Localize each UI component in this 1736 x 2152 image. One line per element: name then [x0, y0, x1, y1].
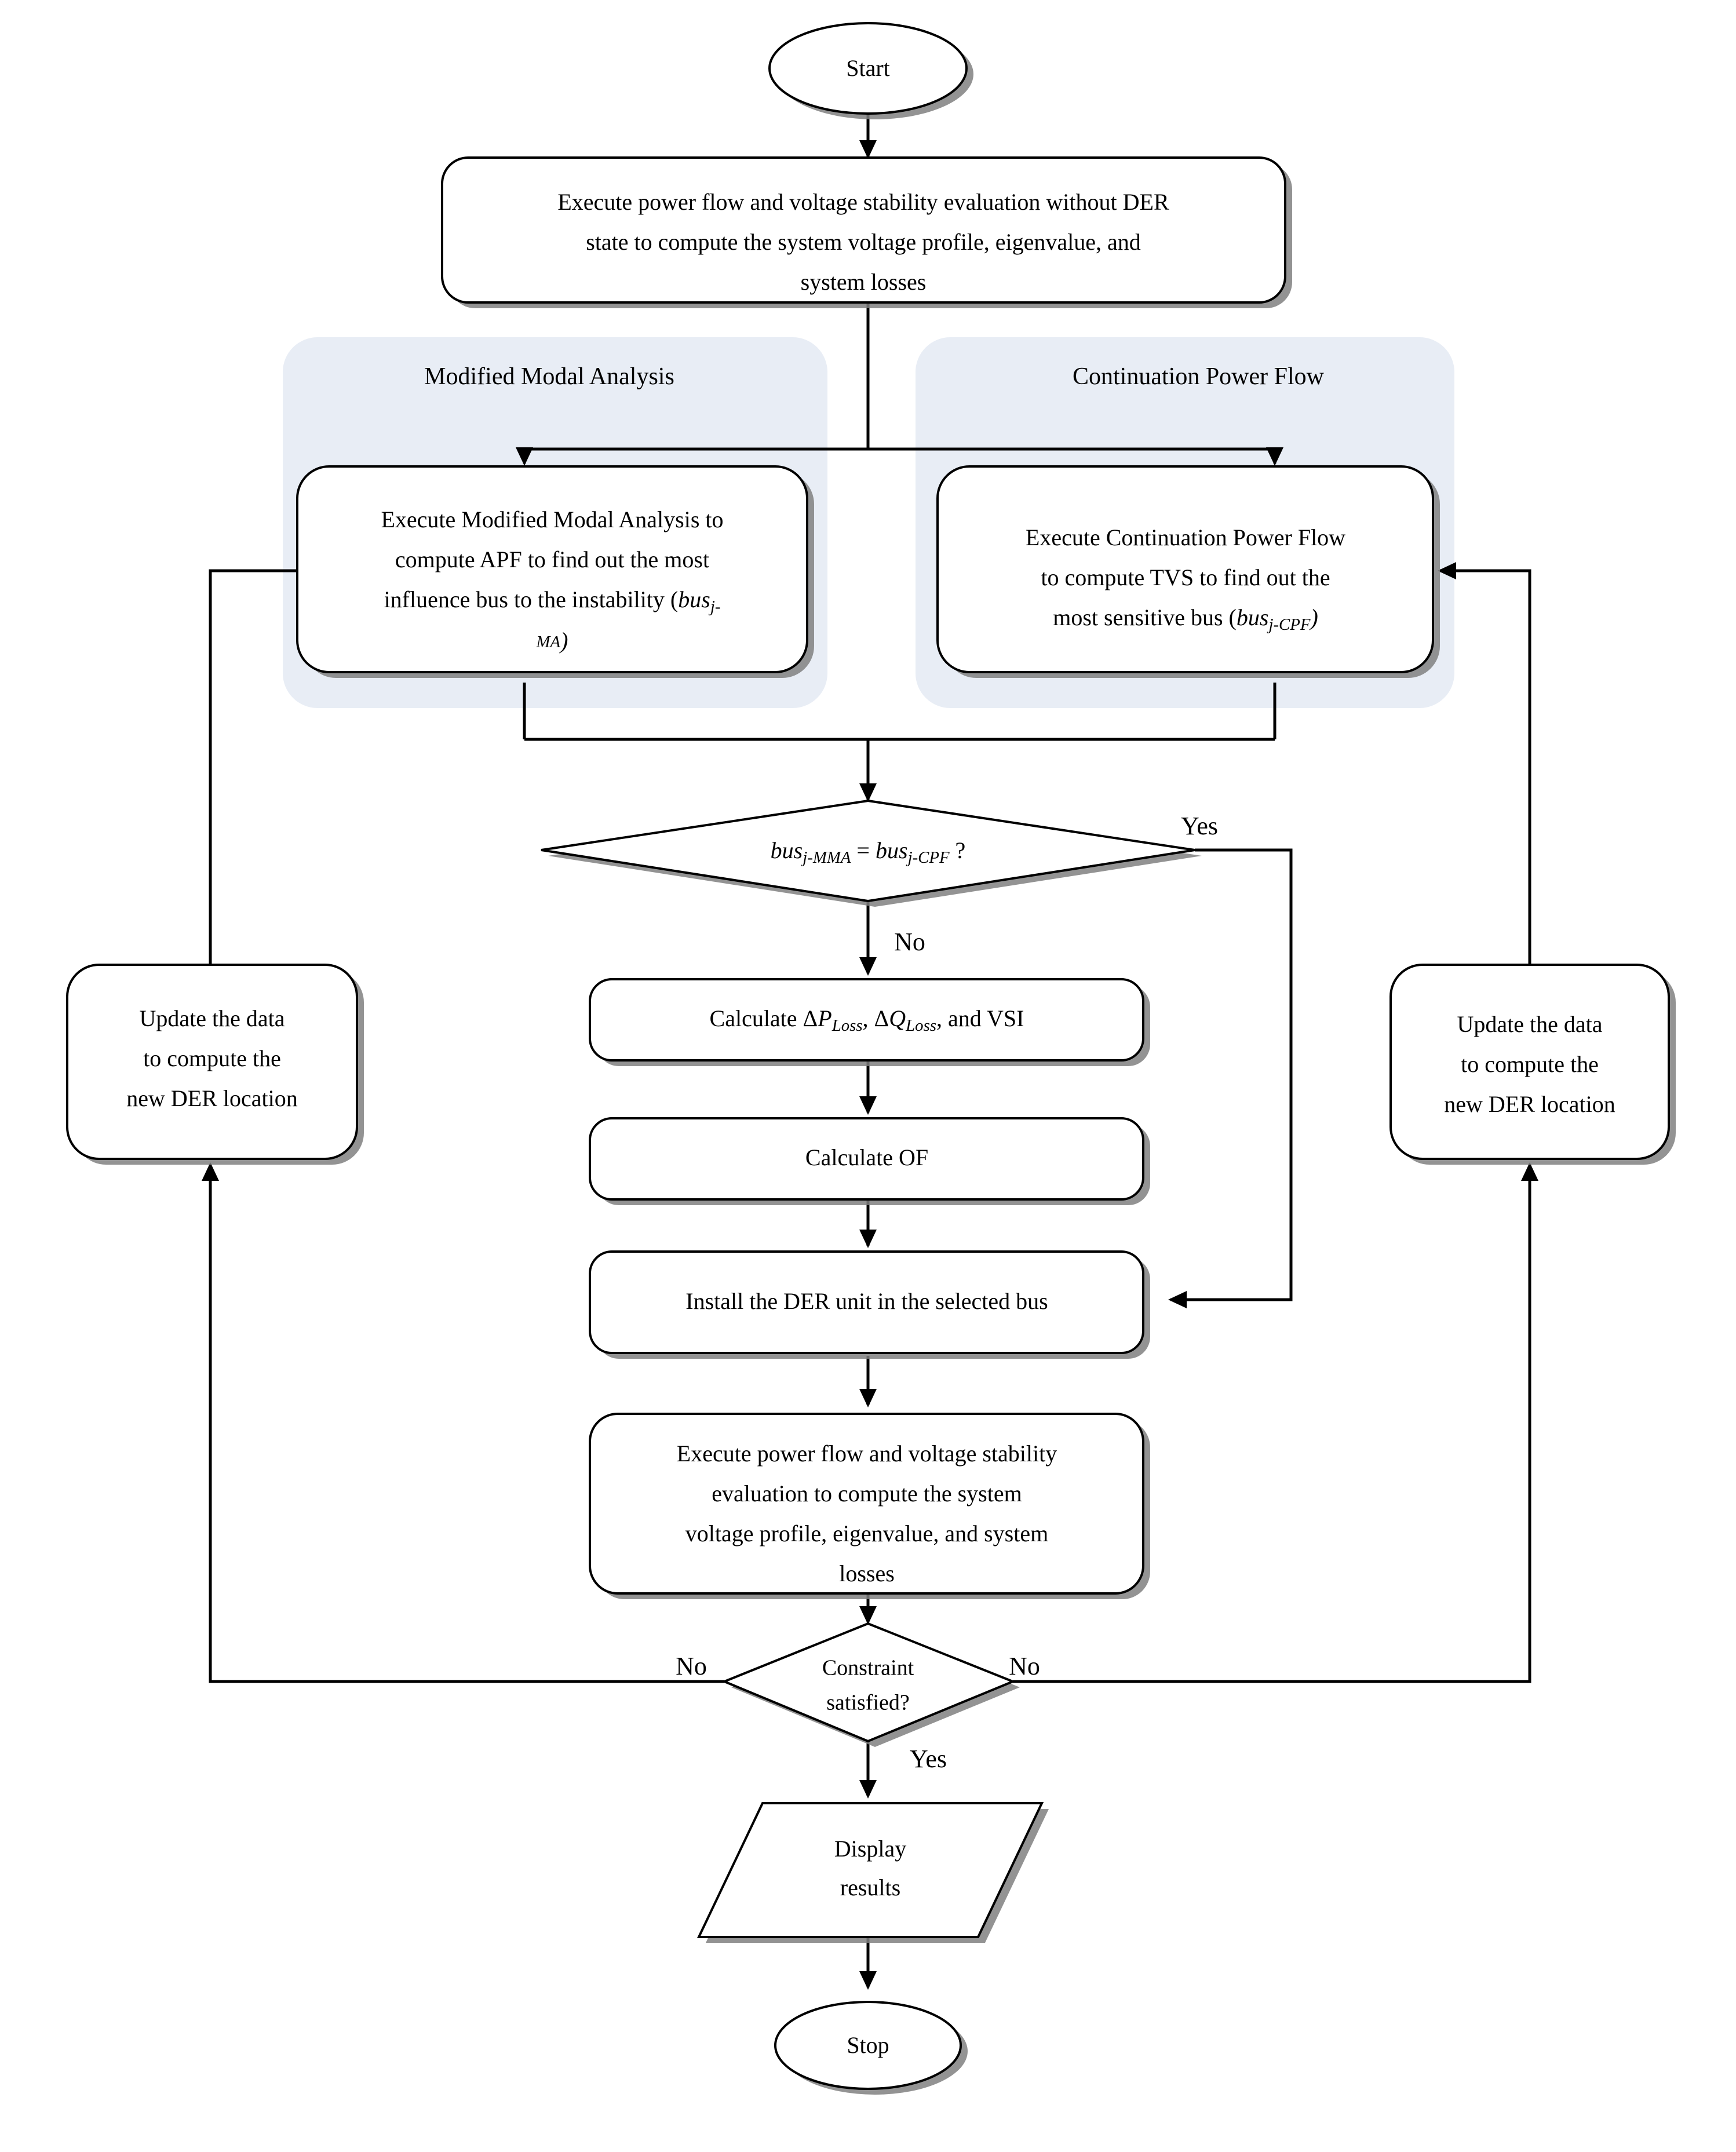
calc-losses-mid: , Δ	[863, 1005, 889, 1031]
node-install-der-label: Install the DER unit in the selected bus	[685, 1288, 1048, 1314]
node-constraint-decision[interactable]: Constraint satisfied?	[721, 1622, 1020, 1747]
calc-losses-p-var: P	[817, 1005, 831, 1031]
node-start[interactable]: Start	[768, 22, 973, 119]
bus-decision-eq: =	[851, 837, 876, 863]
node-bus-decision-label: busj-MMA = busj-CPF ?	[771, 837, 966, 866]
node-bus-equality-decision[interactable]: busj-MMA = busj-CPF ?	[541, 799, 1202, 907]
node-update-data-left[interactable]: Update the data to compute the new DER l…	[66, 964, 364, 1165]
node-update-right-line3: new DER location	[1444, 1091, 1615, 1117]
node-display-results-line1: Display	[834, 1836, 906, 1862]
node-mma-line3-var: bus	[678, 586, 710, 612]
node-initial-evaluation-line3: system losses	[801, 269, 927, 295]
node-stop[interactable]: Stop	[774, 2001, 968, 2095]
edge-label-bus-decision-no: No	[894, 928, 925, 956]
node-final-eval-line2: evaluation to compute the system	[712, 1480, 1022, 1507]
edge-update-right-to-cpf	[1438, 562, 1531, 965]
node-mma-line4-close: )	[559, 628, 568, 654]
calc-losses-p-sub: Loss	[831, 1016, 863, 1035]
node-mma-line3-text: influence bus to the instability (	[384, 586, 679, 612]
edge-constraint-no-right-to-update-right	[1013, 1162, 1538, 1683]
node-final-eval-line3: voltage profile, eigenvalue, and system	[685, 1520, 1048, 1546]
node-final-evaluation[interactable]: Execute power flow and voltage stability…	[589, 1413, 1150, 1599]
node-mma-line3: influence bus to the instability (busj-	[384, 586, 721, 615]
node-stop-label: Stop	[847, 2032, 889, 2058]
node-cpf-line3: most sensitive bus (busj-CPF)	[1053, 604, 1318, 633]
node-cpf-line1: Execute Continuation Power Flow	[1026, 524, 1345, 550]
node-update-right-line2: to compute the	[1461, 1051, 1599, 1077]
node-initial-evaluation-line1: Execute power flow and voltage stability…	[557, 189, 1169, 215]
node-calculate-of[interactable]: Calculate OF	[589, 1117, 1150, 1205]
node-update-data-right[interactable]: Update the data to compute the new DER l…	[1389, 964, 1676, 1165]
node-final-eval-line4: losses	[839, 1560, 895, 1586]
node-update-right-line1: Update the data	[1457, 1011, 1603, 1037]
node-mma-line2: compute APF to find out the most	[395, 546, 709, 572]
calc-losses-q-sub: Loss	[905, 1016, 936, 1035]
node-mma-line1: Execute Modified Modal Analysis to	[381, 506, 723, 532]
node-cpf-line3-var: bus	[1237, 604, 1269, 630]
node-display-results[interactable]: Display results	[696, 1802, 1049, 1943]
edge-label-constraint-no-left: No	[676, 1652, 707, 1680]
node-initial-evaluation-line2: state to compute the system voltage prof…	[586, 229, 1140, 255]
node-initial-evaluation[interactable]: Execute power flow and voltage stability…	[441, 156, 1292, 308]
node-cpf-line3-close: )	[1309, 604, 1318, 630]
node-calculate-losses-label: Calculate ΔPLoss, ΔQLoss, and VSI	[710, 1005, 1024, 1034]
node-execute-modified-modal-analysis[interactable]: Execute Modified Modal Analysis to compu…	[296, 465, 814, 678]
bus-decision-lhs-var: bus	[771, 837, 803, 863]
group-title-modified-modal-analysis: Modified Modal Analysis	[424, 363, 674, 390]
node-constraint-line2: satisfied?	[826, 1691, 910, 1715]
group-title-continuation-power-flow: Continuation Power Flow	[1073, 363, 1325, 390]
edge-label-bus-decision-yes: Yes	[1181, 812, 1218, 840]
node-update-left-line3: new DER location	[126, 1085, 298, 1111]
node-cpf-line3-text: most sensitive bus (	[1053, 604, 1237, 630]
calc-losses-q-var: Q	[889, 1005, 906, 1031]
edge-label-constraint-yes: Yes	[910, 1745, 947, 1773]
edge-label-constraint-no-right: No	[1009, 1652, 1040, 1680]
node-calculate-of-label: Calculate OF	[805, 1144, 928, 1170]
node-calculate-losses-vsi[interactable]: Calculate ΔPLoss, ΔQLoss, and VSI	[589, 978, 1150, 1066]
node-cpf-line3-sub: j-CPF	[1266, 615, 1310, 634]
node-mma-line3-sub: j-	[708, 597, 721, 616]
bus-decision-rhs-sub: j-CPF	[906, 848, 950, 867]
bus-decision-rhs-var: bus	[876, 837, 908, 863]
node-update-left-line1: Update the data	[140, 1005, 285, 1031]
node-update-left-line2: to compute the	[143, 1045, 281, 1071]
calc-losses-post: , and VSI	[936, 1005, 1024, 1031]
node-mma-line4-sub: MA	[536, 633, 561, 651]
edge-constraint-no-left-to-update-left	[202, 1162, 724, 1683]
node-install-der-unit[interactable]: Install the DER unit in the selected bus	[589, 1250, 1150, 1359]
node-execute-continuation-power-flow[interactable]: Execute Continuation Power Flow to compu…	[936, 465, 1440, 678]
node-start-label: Start	[846, 55, 890, 81]
node-mma-line4: MA)	[536, 628, 568, 654]
bus-decision-tail: ?	[950, 837, 966, 863]
edge-busdecision-yes-to-install	[1168, 848, 1293, 1308]
node-final-eval-line1: Execute power flow and voltage stability	[677, 1440, 1057, 1467]
node-constraint-line1: Constraint	[822, 1656, 914, 1680]
node-display-results-line2: results	[840, 1874, 900, 1901]
node-cpf-line2: to compute TVS to find out the	[1041, 564, 1330, 590]
bus-decision-lhs-sub: j-MMA	[800, 848, 851, 867]
calc-losses-pre: Calculate Δ	[710, 1005, 818, 1031]
